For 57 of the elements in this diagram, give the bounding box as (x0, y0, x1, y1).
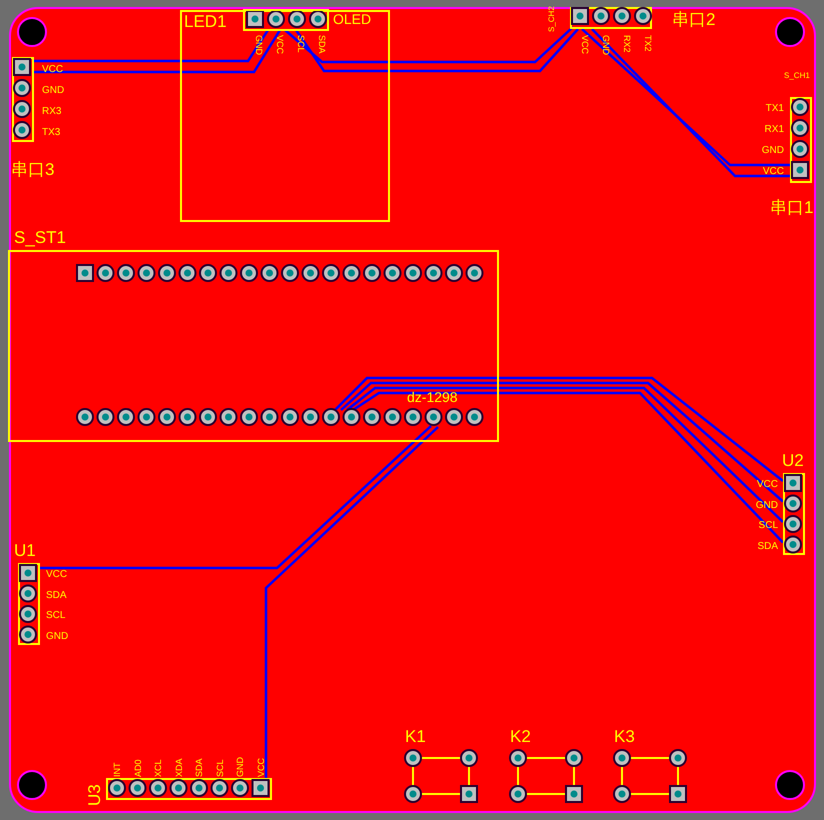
silkscreen-text: OLED (333, 12, 372, 26)
pin-label: RX3 (42, 107, 62, 117)
silkscreen-text: S_CH1 (784, 72, 810, 80)
designator-label: K1 (405, 728, 426, 745)
pin-label: XDA (174, 758, 184, 777)
copper-trace (284, 26, 574, 64)
pin-label: GND (601, 35, 610, 55)
pin-label: SDA (757, 542, 778, 552)
copper-trace (346, 386, 784, 523)
copper-trace (264, 426, 439, 778)
pin-label: TX2 (643, 35, 652, 52)
pin-label: GND (236, 757, 245, 777)
designator-label: K2 (510, 728, 531, 745)
pin-label: VCC (762, 167, 784, 177)
pin-label: GND (254, 35, 263, 55)
pin-label: GND (762, 146, 784, 156)
silkscreen-text: dz-1298 (407, 390, 458, 404)
component-outline (180, 10, 390, 222)
pin-label: SCL (216, 759, 224, 777)
pin-label: GND (46, 632, 68, 642)
pin-label: SDA (317, 35, 326, 54)
pin-label: XCL (154, 759, 163, 777)
pin-label: RX1 (764, 125, 784, 135)
copper-trace (34, 29, 282, 74)
push-button-footprint (510, 728, 580, 802)
pin-label: SCL (46, 611, 66, 621)
copper-trace (40, 425, 432, 570)
pin-label: GND (42, 86, 64, 96)
pin-label: TX1 (766, 104, 784, 114)
push-button-footprint (614, 728, 684, 802)
designator-label: U1 (14, 542, 36, 559)
designator-label: LED1 (184, 13, 227, 30)
copper-trace (334, 376, 784, 482)
pin-label: INT (113, 762, 122, 777)
designator-label: 串口1 (770, 199, 814, 216)
copper-trace (34, 29, 270, 62)
pin-label: AD0 (134, 759, 142, 777)
designator-label: K3 (614, 728, 635, 745)
pin-label: SDA (195, 758, 204, 777)
pin-label: RX2 (622, 35, 631, 53)
pin-label: TX3 (42, 128, 60, 138)
pin-label: VCC (46, 570, 68, 580)
pin-label: VCC (256, 758, 266, 777)
designator-label: U3 (86, 784, 103, 806)
copper-trace (294, 28, 579, 72)
designator-label: 串口2 (672, 11, 716, 28)
pin-label: SCL (296, 35, 305, 53)
pin-label: VCC (275, 35, 284, 54)
designator-label: 串口3 (11, 161, 54, 178)
pin-label: VCC (580, 35, 589, 54)
silkscreen-text: S_CH2 (548, 6, 556, 32)
copper-trace (352, 392, 784, 544)
push-button-footprint (405, 728, 475, 802)
copper-trace (340, 382, 784, 502)
designator-label: S_ST1 (14, 229, 66, 246)
pin-label: SDA (46, 590, 67, 600)
designator-label: U2 (782, 452, 804, 469)
